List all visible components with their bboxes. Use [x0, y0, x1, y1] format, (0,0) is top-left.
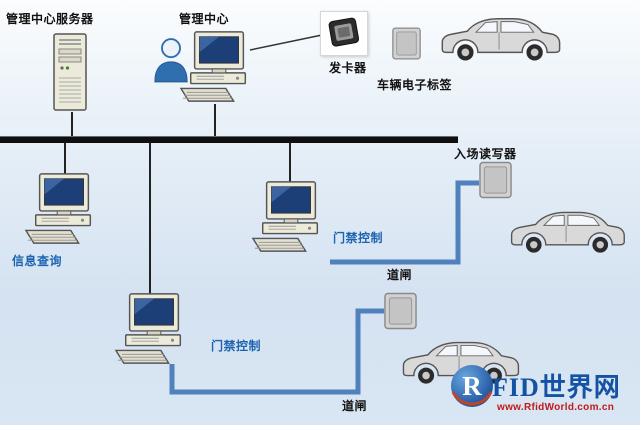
rfid-logo-name: FID世界网 [492, 373, 621, 402]
vehicle-tag-icon [392, 26, 421, 61]
barrier-reader-icon [384, 292, 417, 330]
label-access-control-1: 门禁控制 [333, 231, 384, 245]
barrier-link-2 [169, 308, 384, 395]
label-entry-reader: 入场读写器 [454, 147, 517, 161]
label-management-center: 管理中心 [179, 12, 230, 26]
computer-icon-access-control-1 [247, 178, 335, 256]
rfid-logo-url: www.RfidWorld.com.cn [497, 402, 615, 413]
computer-icon-info-query [20, 170, 108, 248]
computer-icon-management [175, 28, 263, 106]
computer-icon-access-control-2 [110, 290, 198, 368]
card-issuer-icon [328, 17, 360, 47]
entry-reader-icon [479, 161, 512, 199]
car-icon-top [437, 12, 563, 62]
label-barrier-2: 道闸 [342, 399, 368, 413]
rfid-logo-emblem: R [451, 365, 493, 407]
label-management-server: 管理中心服务器 [6, 12, 94, 26]
label-info-query: 信息查询 [12, 254, 63, 268]
link-mgmt-cardissuer [249, 34, 323, 51]
car-icon-middle [506, 206, 628, 254]
label-card-issuer: 发卡器 [329, 61, 367, 75]
label-barrier-1: 道闸 [387, 268, 413, 282]
network-bus [0, 136, 458, 143]
server-icon [46, 30, 98, 114]
card-issuer-box [320, 11, 368, 56]
barrier-link-1 [330, 180, 479, 265]
label-vehicle-tag: 车辆电子标签 [377, 78, 453, 92]
label-access-control-2: 门禁控制 [211, 339, 262, 353]
rfid-logo-initial: R [462, 371, 482, 401]
